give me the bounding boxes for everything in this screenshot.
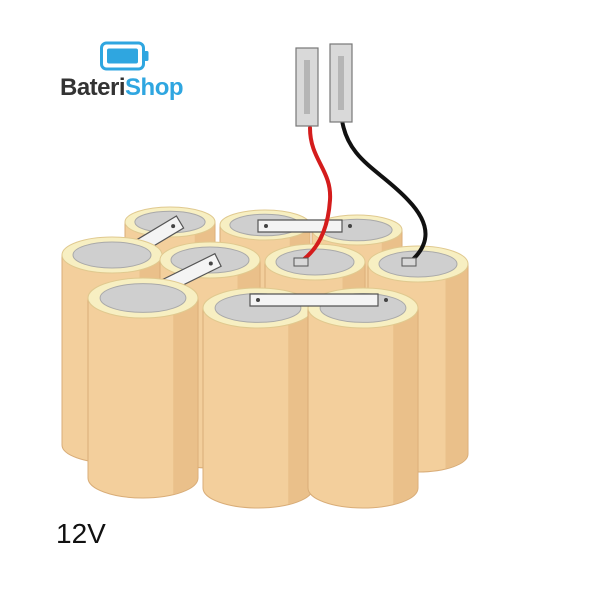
connector-slot [338,56,344,110]
black-lead-wire [340,118,428,264]
front-row-nickel-straps [249,293,388,307]
wire-connector [295,47,319,127]
logo-text-shop: Shop [125,74,184,101]
cell-shade [445,264,468,469]
cell-terminal [99,283,187,313]
front-row-cells [87,277,419,509]
lead-wires [293,118,428,267]
weld-spot [348,224,352,228]
bateri-shop-logo: BateriShop [60,40,200,110]
red-lead-wire [298,126,333,264]
cell-body [307,307,419,509]
logo-wordmark: BateriShop [60,74,200,102]
red-wire-solder-tab [293,257,309,267]
weld-spot [208,261,213,266]
connector-slot [304,60,310,114]
black-wire-solder-tab [401,257,417,267]
cell-shade [393,308,418,504]
cell-body [87,297,199,499]
battery-cell [307,287,419,509]
weld-spot [256,298,260,302]
weld-spot [264,224,268,228]
cell-terminal [275,248,355,276]
logo-text-bateri: Bateri [60,74,126,101]
battery-cell [87,277,199,499]
cell-shade [173,298,198,494]
wire-connector [329,43,353,123]
cell-terminal [72,241,152,269]
wire-connectors [295,43,353,127]
nickel-strap [249,293,379,307]
battery-icon [100,41,149,71]
battery-cell [202,287,314,509]
cell-shade [288,308,313,504]
weld-spot [384,298,388,302]
voltage-label: 12V [56,518,106,549]
nickel-strap [257,219,343,233]
weld-spot [171,224,176,229]
